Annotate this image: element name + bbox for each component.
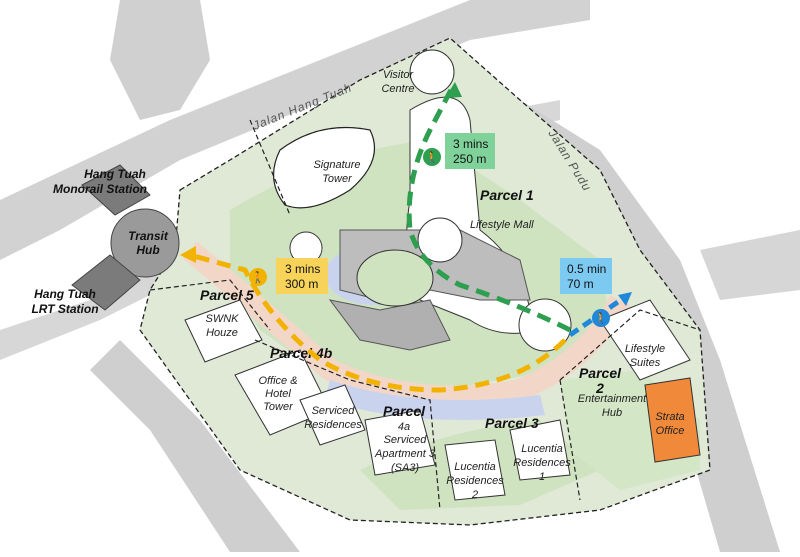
walk-green-time: 3 mins	[453, 137, 488, 151]
transit-hub-label-2: Hub	[136, 243, 159, 257]
water-strip	[325, 380, 545, 420]
serviced-residences-building	[299, 384, 366, 446]
lifestyle-mall-label: Lifestyle Mall	[470, 219, 534, 231]
serviced-apt-label-2: Apartment 3	[374, 448, 436, 460]
entertainment-hub-label-2: Hub	[602, 407, 622, 419]
strata-office-label-1: Strata	[655, 411, 684, 423]
monorail-label-1: Hang Tuah	[84, 167, 146, 181]
walk-box-blue	[560, 258, 612, 294]
signature-tower-label-2: Tower	[322, 173, 353, 185]
transit-hub	[110, 208, 180, 278]
strata-office-label-2: Office	[656, 425, 685, 437]
monorail-label-2: Monorail Station	[53, 182, 147, 196]
visitor-centre-label-1: Visitor	[383, 69, 415, 81]
walk-blue-time: 0.5 min	[567, 262, 606, 276]
swnk-label-2: Houze	[206, 327, 238, 339]
pedestrian-icon: 🚶	[592, 309, 610, 327]
svg-text:🚶: 🚶	[425, 151, 439, 164]
mall-dome-1	[417, 217, 463, 263]
walk-yellow-time: 3 mins	[285, 262, 320, 276]
parcel-2-label-2: 2	[595, 380, 604, 396]
serviced-apt-label-3: (SA3)	[391, 462, 419, 474]
lucentia-2-building	[444, 439, 506, 501]
entertainment-hub-label-1: Entertainment	[578, 393, 647, 405]
pedestrian-icon: 🚶	[423, 148, 441, 166]
office-hotel-label-3: Tower	[263, 401, 294, 413]
parcel-2-label-1: Parcel	[579, 365, 622, 381]
walk-blue-distance: 70 m	[567, 277, 594, 291]
mall-oval	[356, 249, 434, 307]
lucentia1-label-2: Residences	[513, 457, 571, 469]
serviced-apartment-building	[364, 409, 436, 476]
mall-dome-3	[518, 298, 572, 352]
walk-yellow-distance: 300 m	[285, 277, 318, 291]
lucentia1-label-1: Lucentia	[521, 443, 563, 455]
serviced-apt-label-1: Serviced	[384, 434, 428, 446]
lifestyle-suites-label-2: Suites	[630, 357, 661, 369]
walk-route-yellow	[189, 252, 567, 393]
svg-text:🚶: 🚶	[594, 312, 608, 325]
visitor-centre-label-2: Centre	[381, 83, 414, 95]
lrt-label-1: Hang Tuah	[34, 287, 96, 301]
walk-route-blue-arrow	[618, 292, 632, 306]
parcel-5-label: Parcel 5	[200, 287, 254, 303]
lifestyle-suites-label-1: Lifestyle	[625, 343, 665, 355]
walk-green-distance: 250 m	[453, 152, 486, 166]
pedestrian-path	[182, 241, 630, 408]
monorail-station: Hang Tuah Monorail Station	[53, 164, 151, 216]
signature-tower	[273, 126, 376, 209]
walk-route-green	[406, 86, 572, 333]
parcel-dividers	[149, 119, 701, 511]
lucentia2-label-1: Lucentia	[454, 461, 496, 473]
lucentia1-label-3: 1	[539, 471, 545, 483]
strata-office-building	[644, 377, 701, 463]
lucentia2-label-3: 2	[471, 489, 478, 501]
parcel-4b-label: Parcel 4b	[270, 345, 333, 361]
swnk-label-1: SWNK	[206, 313, 240, 325]
serviced-res-label-2: Residences	[304, 419, 362, 431]
lrt-station: Hang Tuah LRT Station	[31, 254, 141, 316]
parcel-1-label: Parcel 1	[480, 187, 534, 203]
mall-terraces-2	[328, 299, 451, 351]
walk-box-green	[445, 133, 495, 169]
lucentia-1-building	[509, 419, 571, 481]
walk-route-green-arrow	[445, 82, 462, 98]
serviced-res-label-1: Serviced	[312, 405, 356, 417]
signature-tower-label-1: Signature	[313, 159, 360, 171]
swnk-houze-building	[184, 299, 263, 363]
pedestrian-icon: 🚶	[249, 268, 267, 286]
walk-route-yellow-arrow	[180, 246, 196, 263]
parcel-3-label: Parcel 3	[485, 415, 539, 431]
office-hotel-label-2: Hotel	[265, 388, 291, 400]
office-hotel-label-1: Office &	[258, 375, 297, 387]
parcel-4a-label-1: Parcel	[383, 403, 426, 419]
svg-text:🚶: 🚶	[251, 271, 265, 284]
visitor-centre-dome	[409, 49, 455, 95]
transit-hub-label-1: Transit	[128, 229, 169, 243]
parcel-4a-label-2: 4a	[398, 421, 410, 433]
lifestyle-suites-building	[599, 299, 691, 381]
walk-box-yellow	[276, 258, 328, 294]
lucentia2-label-2: Residences	[446, 475, 504, 487]
lrt-label-2: LRT Station	[31, 302, 98, 316]
